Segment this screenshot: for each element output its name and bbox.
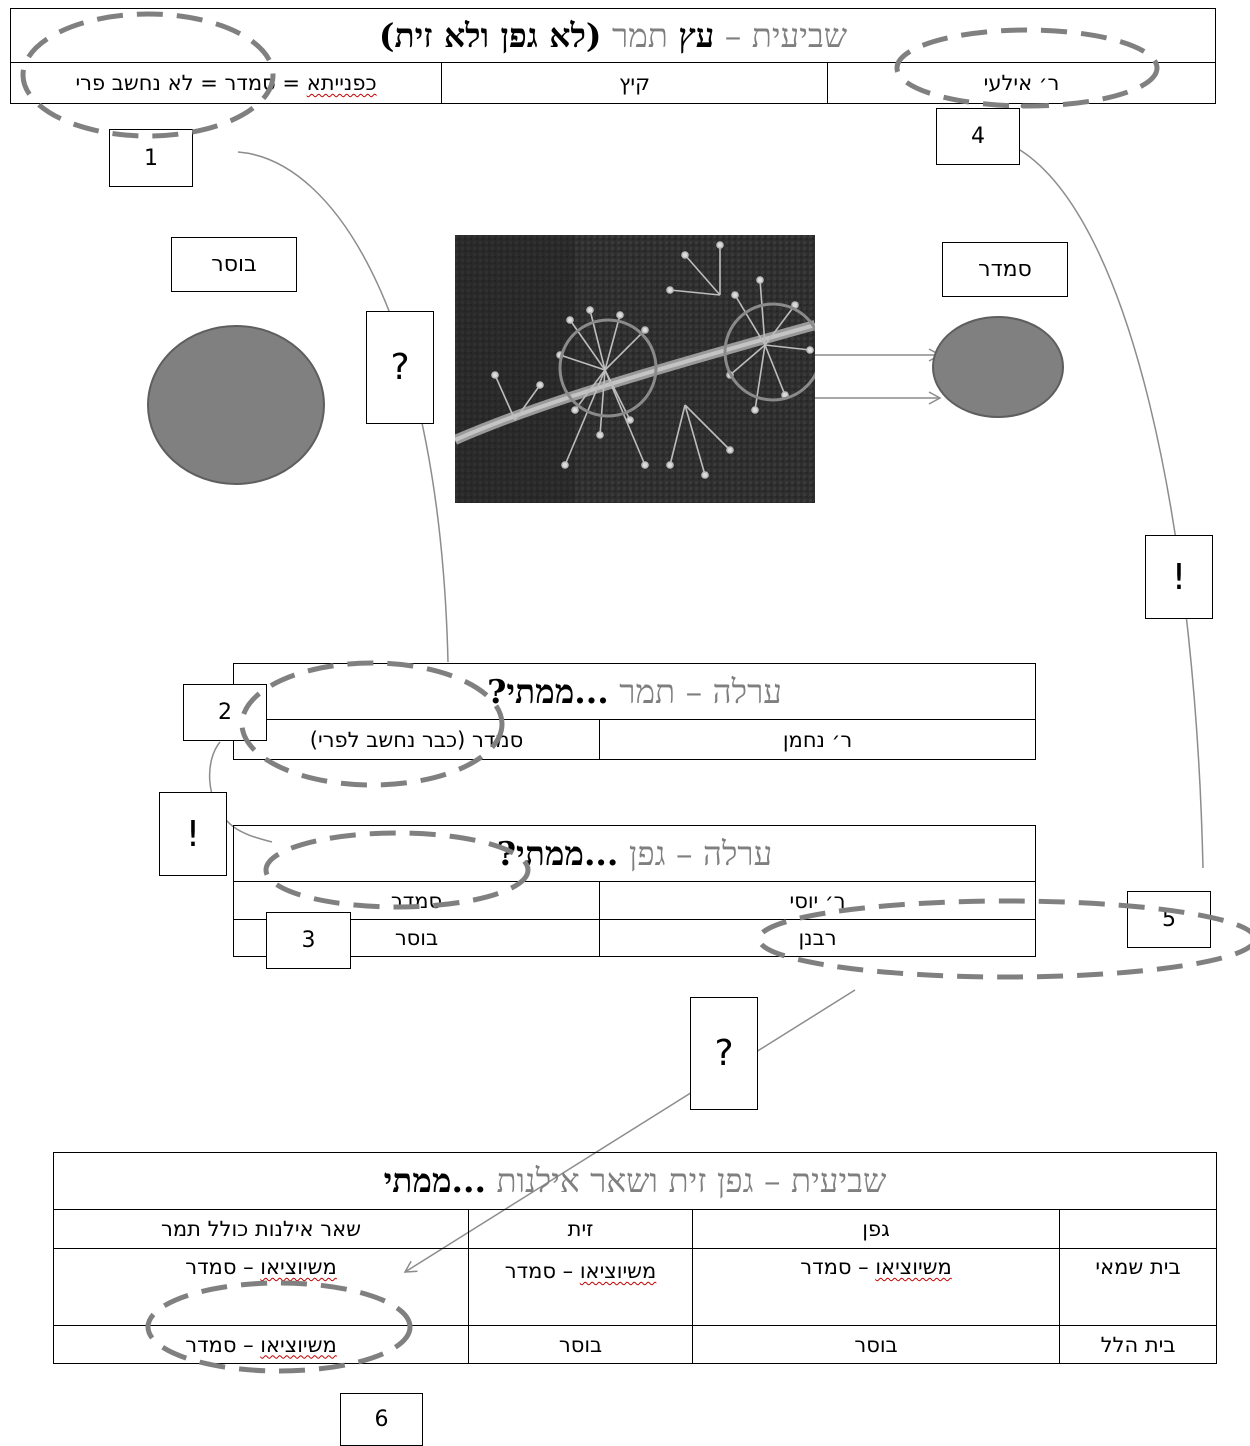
header-gefen: גפן (692, 1209, 1061, 1249)
date-flower-photo (455, 235, 815, 503)
marker-6: 6 (340, 1393, 423, 1446)
cell-rabbi-yossi: ר׳ יוסי (599, 881, 1036, 920)
marker-3: 3 (266, 912, 351, 969)
boser-ellipse (147, 325, 325, 485)
boser-label: בוסר (171, 237, 297, 292)
cell-rabbi-nachman: ר׳ נחמן (599, 719, 1037, 760)
table-shviit-tamar: שביעית – עץ תמר (לא גפן ולא זית) ר׳ אילע… (9, 8, 1217, 104)
cell-rabbi-ilai: ר׳ אילעי (827, 62, 1217, 104)
header-empty (1059, 1209, 1218, 1249)
table-orla-tamar: ערלה – תמר ...ממתי? ר׳ נחמן סמדר (כבר נח… (232, 663, 1037, 760)
cell-smadar-fruit: סמדר (כבר נחשב לפרי) (232, 719, 601, 760)
marker-5: 5 (1127, 891, 1211, 948)
header-other-trees: שאר אילנות כולל תמר (52, 1209, 470, 1249)
cell-bs-other: משיוציאו – סמדר (52, 1248, 470, 1326)
marker-1: 1 (109, 129, 193, 187)
cell-bh-zayit: בוסר (468, 1325, 694, 1364)
table-shviit-all: שביעית – גפן זית ושאר אילנות ...ממתי גפן… (52, 1152, 1218, 1364)
row-beit-shamai-name: בית שמאי (1059, 1248, 1218, 1326)
marker-4: 4 (936, 108, 1020, 165)
table-shviit-tamar-title: שביעית – עץ תמר (לא גפן ולא זית) (9, 8, 1217, 63)
cell-bh-gefen: בוסר (692, 1325, 1061, 1364)
cell-rabanan: רבנן (599, 919, 1036, 957)
header-zayit: זית (468, 1209, 694, 1249)
exclamation-mark-1: ! (1145, 535, 1213, 619)
smadar-ellipse (932, 316, 1064, 418)
marker-2: 2 (183, 684, 267, 741)
table-orla-gefen-title: ערלה – גפן ...ממתי? (233, 825, 1036, 882)
table-orla-tamar-title: ערלה – תמר ...ממתי? (232, 663, 1037, 720)
exclamation-mark-2: ! (159, 792, 227, 876)
row-beit-hillel-name: בית הלל (1059, 1325, 1218, 1364)
question-mark-2: ? (690, 997, 758, 1110)
cell-bs-zayit: משיוציאו – סמדר (468, 1248, 694, 1326)
cell-kafnita: כפנייתא = סמדר = לא נחשב פרי (9, 62, 443, 104)
cell-bs-gefen: משיוציאו – סמדר (692, 1248, 1061, 1326)
smadar-label: סמדר (942, 242, 1068, 297)
table-shviit-all-title: שביעית – גפן זית ושאר אילנות ...ממתי (52, 1152, 1218, 1210)
cell-bh-other: משיוציאו – סמדר (52, 1325, 470, 1364)
table-orla-gefen: ערלה – גפן ...ממתי? ר׳ יוסי סמדר רבנן בו… (233, 825, 1036, 957)
question-mark-1: ? (366, 311, 434, 424)
cell-kayitz: קיץ (441, 62, 829, 104)
